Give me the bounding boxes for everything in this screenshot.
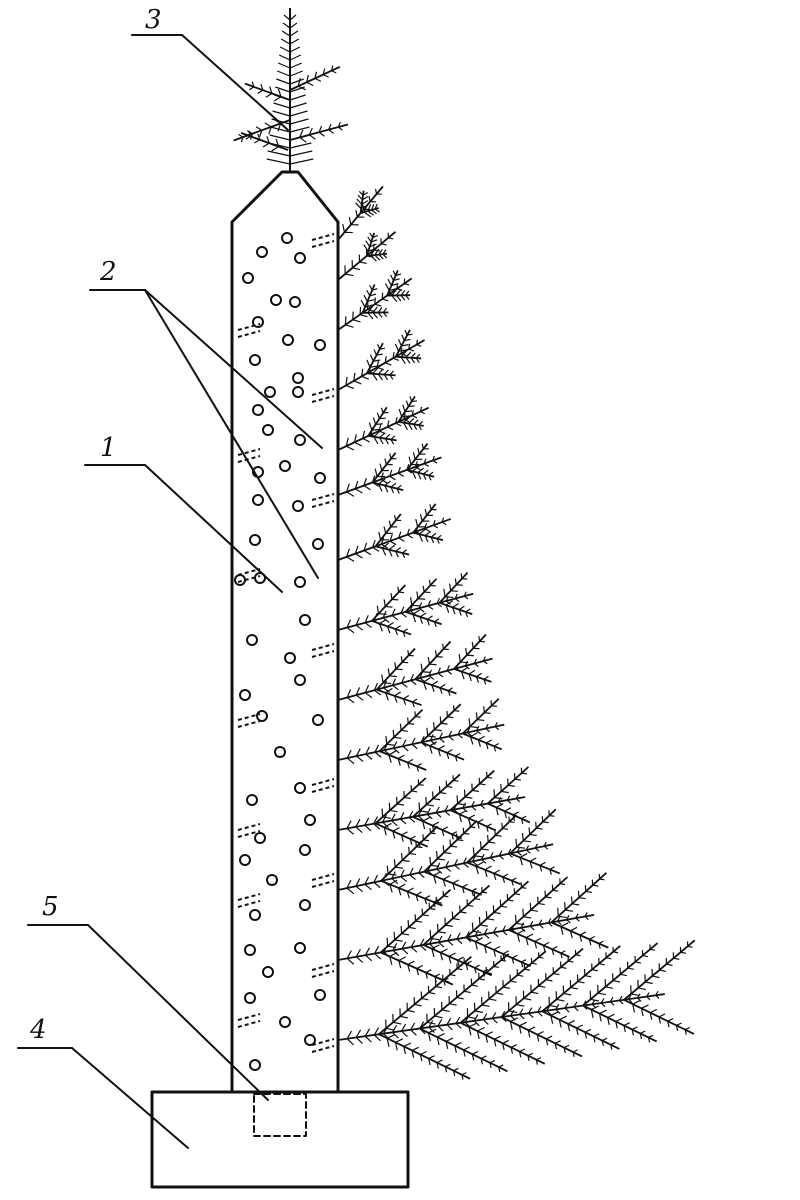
callout-label-5: 5 (42, 892, 59, 922)
column-body (230, 170, 340, 1092)
callout-leaders (17, 34, 323, 1149)
callout-label-1: 1 (100, 433, 117, 463)
column-holes (234, 232, 326, 1071)
branch-sockets (237, 233, 335, 1053)
callout-label-2: 2 (99, 257, 117, 287)
callout-label-4: 4 (29, 1015, 47, 1045)
top-sprig (233, 8, 349, 172)
spruce-branches (337, 185, 696, 1080)
base-block (150, 1090, 410, 1189)
callout-label-3: 3 (145, 5, 162, 35)
socket-dashed (253, 1093, 307, 1137)
